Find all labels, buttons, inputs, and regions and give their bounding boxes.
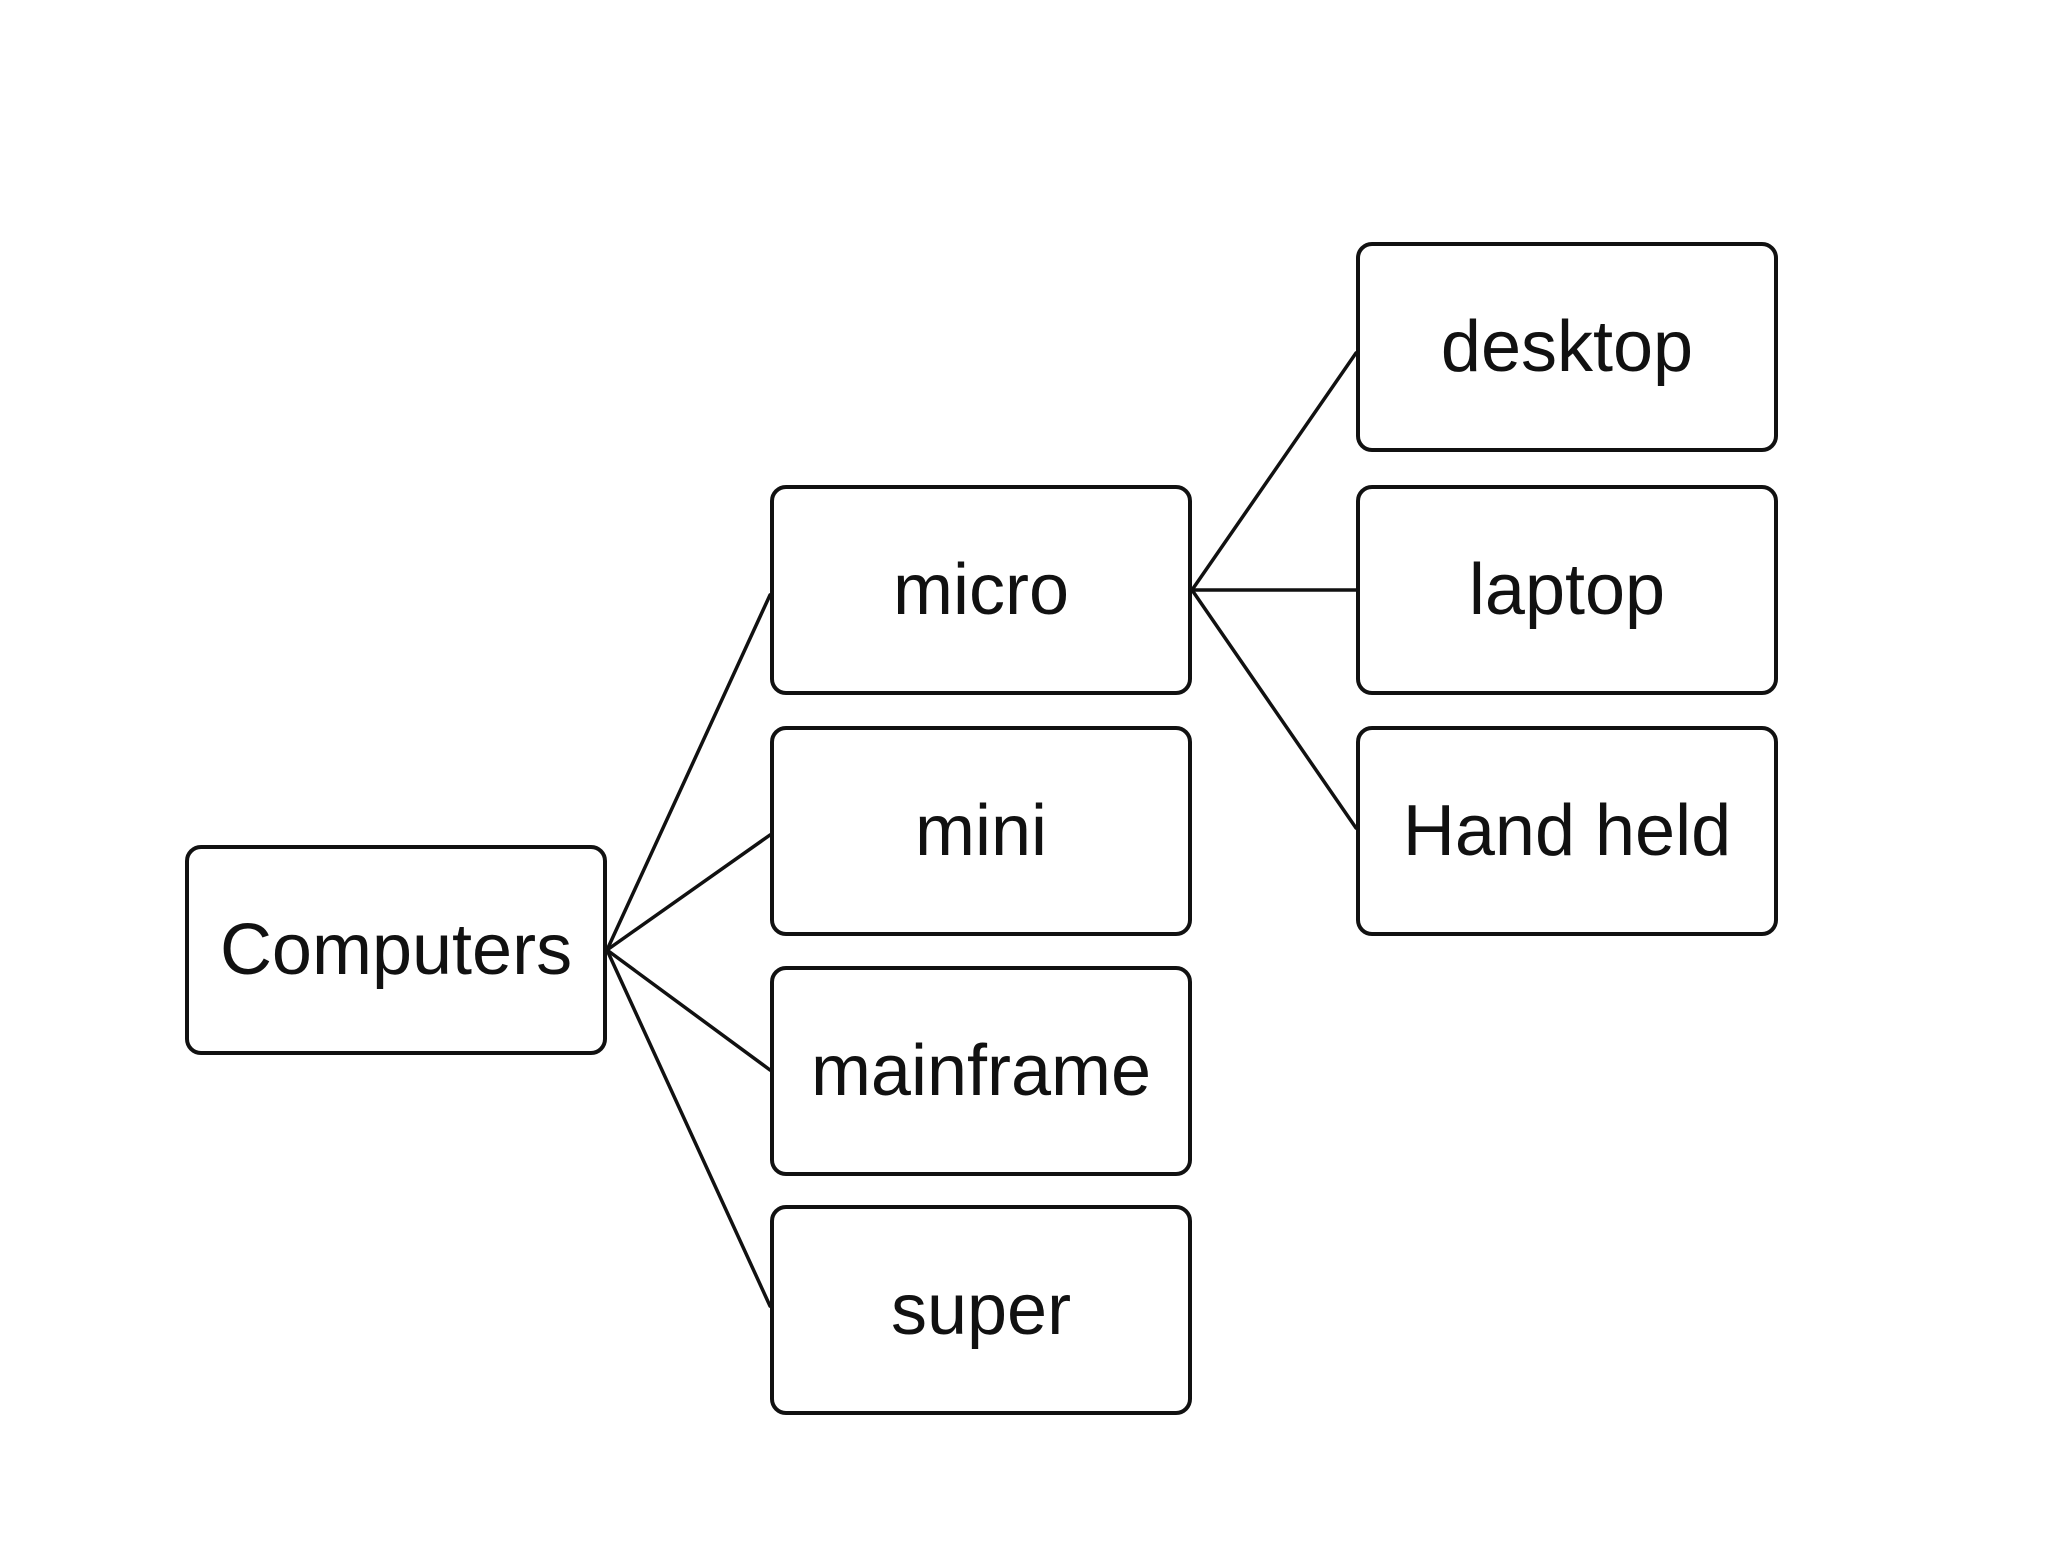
node-mini-label: mini <box>914 791 1047 871</box>
node-computers-label: Computers <box>219 910 573 990</box>
node-mainframe: mainframe <box>770 966 1192 1176</box>
node-computers: Computers <box>185 845 607 1055</box>
node-mainframe-label: mainframe <box>810 1031 1152 1111</box>
connector-computers-mainframe <box>605 948 772 1072</box>
node-laptop: laptop <box>1356 485 1778 695</box>
connector-computers-mini <box>605 833 772 952</box>
node-micro-label: micro <box>893 550 1069 630</box>
node-hand-held: Hand held <box>1356 726 1778 936</box>
connector-micro-desktop <box>1190 351 1358 592</box>
node-desktop-label: desktop <box>1440 307 1694 387</box>
node-super: super <box>770 1205 1192 1415</box>
node-hand-held-label: Hand held <box>1402 791 1732 871</box>
node-mini: mini <box>770 726 1192 936</box>
node-super-label: super <box>890 1270 1072 1350</box>
node-desktop: desktop <box>1356 242 1778 452</box>
connector-computers-super <box>605 948 772 1308</box>
connector-micro-hand-held <box>1190 588 1358 830</box>
connector-computers-micro <box>605 593 772 952</box>
node-micro: micro <box>770 485 1192 695</box>
node-laptop-label: laptop <box>1468 550 1666 630</box>
